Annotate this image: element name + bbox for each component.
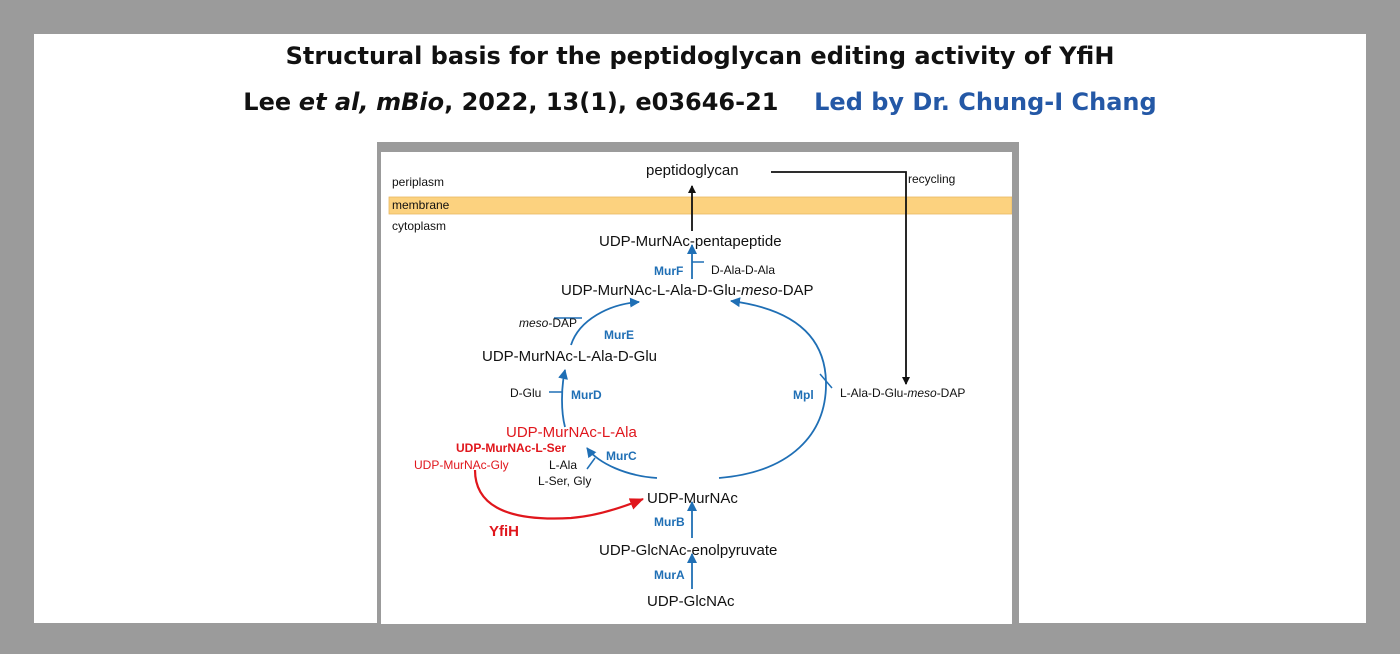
mura-label: MurA <box>654 568 685 582</box>
mpl-substrate-branch <box>819 373 833 389</box>
murnac-gly-label: UDP-MurNAc-Gly <box>414 458 509 472</box>
tripeptide-meso: meso <box>741 282 778 299</box>
yfih-label: YfiH <box>489 523 519 540</box>
murf-label: MurF <box>654 264 684 278</box>
murnac-ala-label: UDP-MurNAc-L-Ala <box>506 424 637 441</box>
recycled-prefix: L-Ala-D-Glu- <box>840 386 908 400</box>
murc-substrate-branch <box>586 457 596 470</box>
murd-arc <box>558 369 568 428</box>
peptidoglycan-label: peptidoglycan <box>646 162 739 179</box>
pathway-figure: periplasm membrane cytoplasm peptidoglyc… <box>381 152 1012 624</box>
citation-journal: mBio <box>376 88 445 116</box>
murd-label: MurD <box>571 388 602 402</box>
mpl-arc <box>718 297 827 479</box>
figure-frame: periplasm membrane cytoplasm peptidoglyc… <box>377 142 1019 624</box>
murc-label: MurC <box>606 449 637 463</box>
meso-dap-italic: meso <box>519 316 549 330</box>
glcnac-label: UDP-GlcNAc <box>647 593 735 610</box>
meso-dap-rest: -DAP <box>548 316 578 330</box>
recycled-tripeptide-label: L-Ala-D-Glu-meso-DAP <box>840 386 965 400</box>
mure-arc <box>570 297 640 346</box>
citation-et-al: et al, <box>298 88 369 116</box>
yfih-arrow <box>473 469 644 520</box>
meso-dap-label: meso-DAP <box>519 316 577 330</box>
periplasm-label: periplasm <box>392 175 445 189</box>
tripeptide-suffix: -DAP <box>777 282 814 299</box>
tripeptide-prefix: UDP-MurNAc-L-Ala-D-Glu- <box>561 282 742 299</box>
led-by-credit: Led by Dr. Chung-I Chang <box>814 88 1157 116</box>
murnac-label: UDP-MurNAc <box>647 490 738 507</box>
cytoplasm-label: cytoplasm <box>392 219 447 233</box>
murc-arc <box>586 447 658 479</box>
membrane-label: membrane <box>392 198 450 212</box>
citation-authors: Lee <box>243 88 292 116</box>
l-ala-label: L-Ala <box>549 458 578 472</box>
enolpyruvate-label: UDP-GlcNAc-enolpyruvate <box>599 542 778 559</box>
recycling-arrow <box>771 171 910 385</box>
l-ser-gly-label: L-Ser, Gly <box>538 474 592 488</box>
mpl-label: Mpl <box>793 388 814 402</box>
d-glu-label: D-Glu <box>510 386 542 400</box>
recycled-suffix: -DAP <box>936 386 966 400</box>
slide-title: Structural basis for the peptidoglycan e… <box>285 42 1115 70</box>
mure-label: MurE <box>604 328 634 342</box>
tripeptide-label: UDP-MurNAc-L-Ala-D-Glu-meso-DAP <box>561 282 814 299</box>
recycling-label: recycling <box>908 172 956 186</box>
recycled-meso: meso <box>907 386 937 400</box>
pathway-arrows <box>388 171 1012 589</box>
membrane-band <box>388 196 1012 215</box>
dipeptide-label: UDP-MurNAc-L-Ala-D-Glu <box>482 348 658 365</box>
murb-label: MurB <box>654 515 685 529</box>
citation-line: Lee et al, mBio, 2022, 13(1), e03646-21 … <box>0 88 1400 116</box>
citation-details: , 2022, 13(1), e03646-21 <box>444 88 779 116</box>
murnac-ser-label: UDP-MurNAc-L-Ser <box>456 441 567 455</box>
pentapeptide-label: UDP-MurNAc-pentapeptide <box>599 233 782 250</box>
d-ala-d-ala-label: D-Ala-D-Ala <box>711 263 776 277</box>
